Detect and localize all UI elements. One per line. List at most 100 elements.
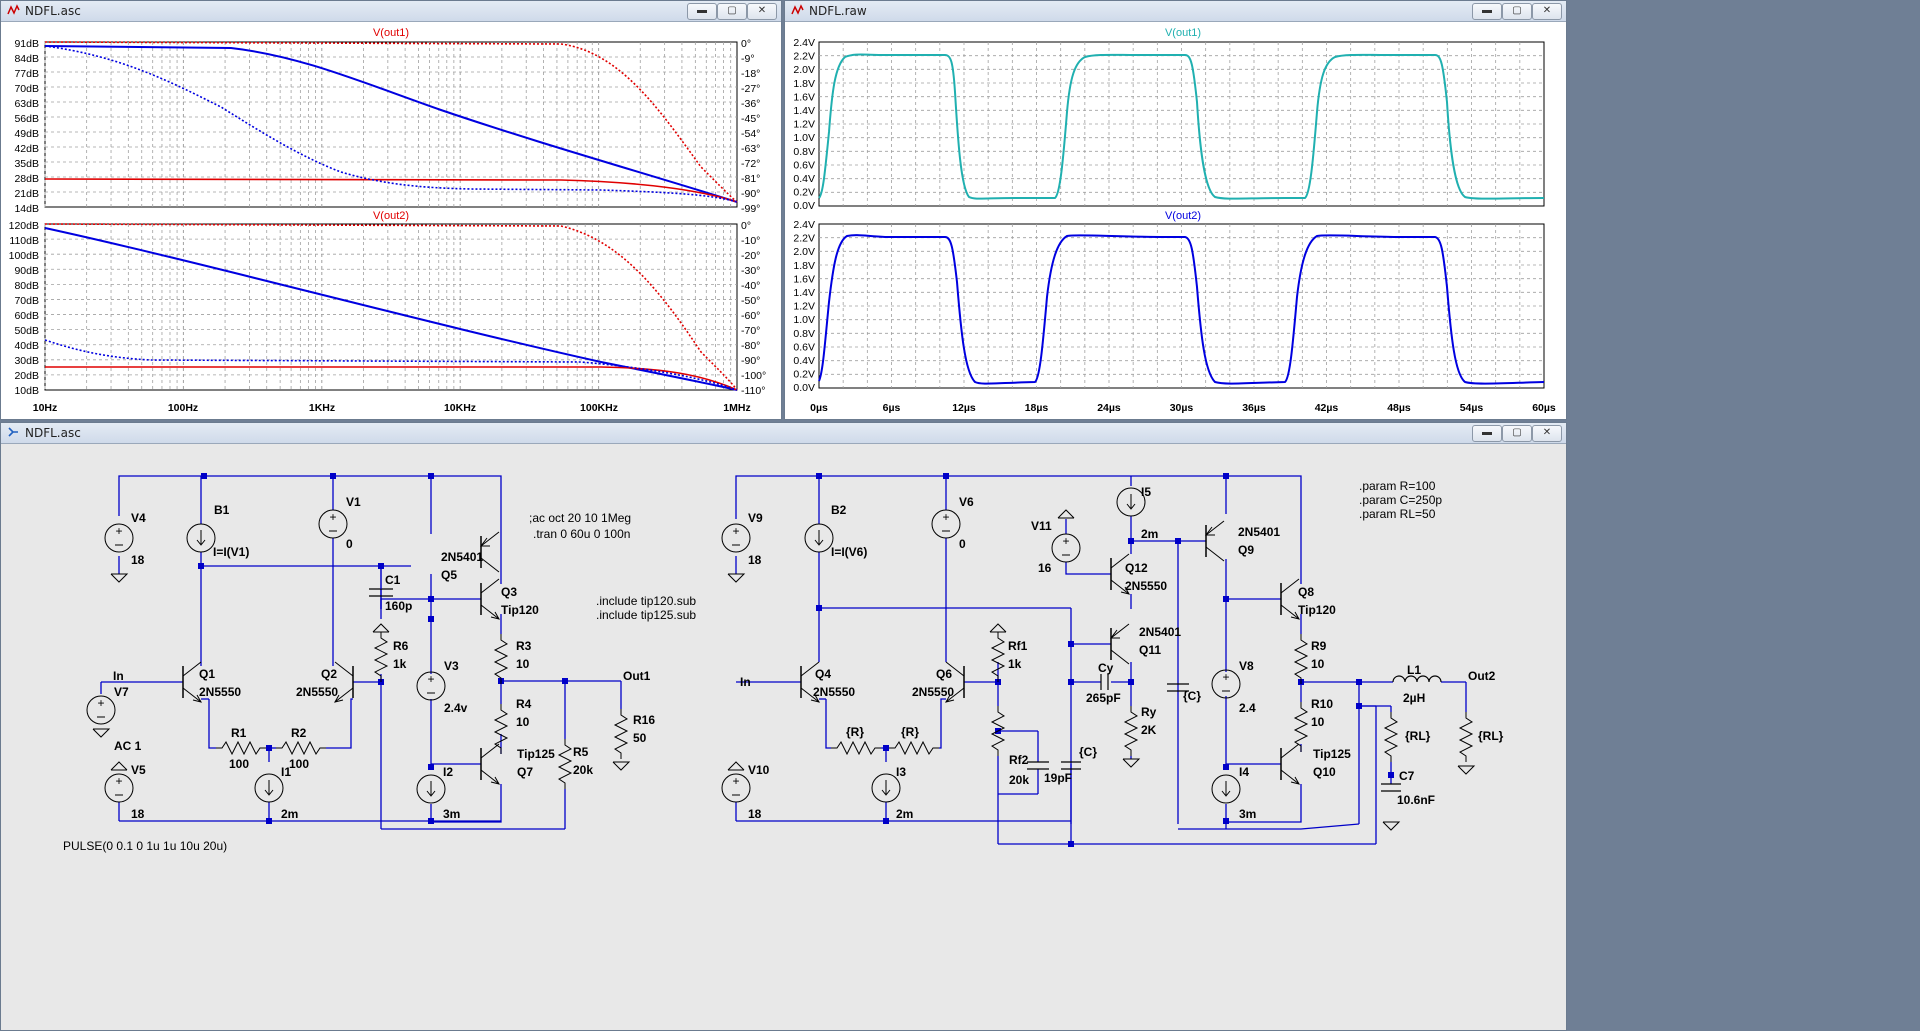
label-v5-value: 18 [131,807,145,821]
i2-source[interactable] [416,774,446,804]
r-right-resistor[interactable] [888,741,940,755]
ac-x-tick: 1KHz [309,402,335,414]
r1-resistor[interactable] [215,741,267,755]
label-r10-value: 10 [1311,715,1325,729]
close-button[interactable]: ✕ [747,3,777,20]
v5-source[interactable] [104,773,134,803]
minimize-button[interactable]: ▬ [1472,3,1502,20]
tran-plot-titlebar[interactable]: NDFL.raw ▬ ▢ ✕ [785,1,1566,22]
label-r4-value: 10 [516,715,530,729]
label-q3-type: Tip120 [501,603,539,617]
label-q2-type: 2N5550 [296,685,338,699]
c1-capacitor[interactable] [369,566,393,597]
ac-pane-frame [44,223,738,391]
close-button[interactable]: ✕ [1532,425,1562,442]
ac-left-tick: 120dB [9,220,39,232]
waveform-icon [7,4,20,15]
label-r4: R4 [516,697,532,711]
minimize-button[interactable]: ▬ [687,3,717,20]
ac-plot-area[interactable]: 91dB 84dB 77dB 70dB 63dB 56dB 49dB 42dB … [1,22,781,419]
maximize-button[interactable]: ▢ [1502,425,1532,442]
ac-left-tick: 84dB [14,53,39,65]
r5-resistor[interactable] [558,738,572,790]
ground-symbol [1457,765,1475,775]
ac-trace-label-out2[interactable]: V(out2) [373,210,409,222]
i1-source[interactable] [254,773,284,803]
tran-plot-svg[interactable]: 2.4V 2.2V 2.0V 1.8V 1.6V 1.4V 1.2V 1.0V … [785,22,1566,419]
v4-source[interactable] [104,523,134,553]
tran-trace-label-out2[interactable]: V(out2) [1165,210,1201,222]
ac-plot-titlebar[interactable]: NDFL.asc ▬ ▢ ✕ [1,1,781,22]
ac-right-tick: -110° [741,385,765,397]
q11-transistor[interactable] [1110,623,1130,665]
rl-load-resistor[interactable] [1384,711,1398,763]
tran-plot-area[interactable]: 2.4V 2.2V 2.0V 1.8V 1.6V 1.4V 1.2V 1.0V … [785,22,1566,419]
tran-x-tick: 6µs [883,402,901,414]
ac-trace-label-out1[interactable]: V(out1) [373,27,409,39]
v11-source[interactable] [1051,533,1081,563]
schematic-titlebar[interactable]: NDFL.asc ▬ ▢ ✕ [1,423,1566,444]
q8-transistor[interactable] [1280,578,1300,620]
ac-traces [44,41,738,391]
label-v5: V5 [131,763,146,777]
ac-x-tick: 1MHz [723,402,750,414]
minimize-button[interactable]: ▬ [1472,425,1502,442]
v8-source[interactable] [1211,669,1241,699]
r16-resistor[interactable] [614,708,628,760]
tran-y-tick: 0.0V [793,382,815,394]
label-b2: B2 [831,503,847,517]
ac-plot-svg[interactable]: 91dB 84dB 77dB 70dB 63dB 56dB 49dB 42dB … [1,22,781,419]
v10-source[interactable] [721,773,751,803]
label-q7-type: Tip125 [517,747,555,761]
q5-transistor[interactable] [480,531,500,573]
ac-right-tick: -18° [741,68,760,80]
r2-resistor[interactable] [275,741,327,755]
tran-trace-label-out1[interactable]: V(out1) [1165,27,1201,39]
right-circuit-wires [735,475,1467,845]
schematic-svg[interactable]: + [1,444,1566,1030]
maximize-button[interactable]: ▢ [1502,3,1532,20]
r-left-resistor[interactable] [830,741,882,755]
right-capacitors[interactable] [1027,674,1442,792]
label-out2: Out2 [1468,669,1496,683]
v3-source[interactable] [416,671,446,701]
label-v11-value: 16 [1038,561,1052,575]
rl-output-resistor[interactable] [1459,711,1473,763]
tran-plot-window[interactable]: NDFL.raw ▬ ▢ ✕ 2.4V 2.2V 2.0V 1.8V 1.6V … [784,0,1567,420]
ac-out1-magnitude [44,45,738,203]
v6-source[interactable] [931,509,961,539]
q9-transistor[interactable] [1205,520,1225,562]
ac-left-tick: 70dB [14,83,39,95]
i4-source[interactable] [1211,774,1241,804]
left-circuit-wires [100,475,622,830]
vcc-symbol [1057,509,1075,519]
maximize-button[interactable]: ▢ [717,3,747,20]
ac-out2-phase [44,223,738,391]
tran-x-tick: 36µs [1242,402,1266,414]
q3-transistor[interactable] [480,578,500,620]
schematic-canvas[interactable]: + [1,444,1566,1030]
waveform-icon [791,4,804,15]
b2-source[interactable] [804,523,834,553]
label-i1-value: 2m [281,807,298,821]
ry-resistor[interactable] [1124,705,1138,757]
v9-source[interactable] [721,523,751,553]
schematic-window[interactable]: NDFL.asc ▬ ▢ ✕ + [0,422,1567,1031]
label-rf2: Rf2 [1009,753,1029,767]
b1-source[interactable] [186,523,216,553]
vcc-symbol [727,761,745,771]
v1-source[interactable] [318,509,348,539]
r3-resistor[interactable] [494,633,508,685]
r9-resistor[interactable] [1294,633,1308,685]
v7-source[interactable] [86,695,116,725]
q10-transistor[interactable] [1280,743,1300,785]
q7-transistor[interactable] [480,743,500,785]
tran-y-tick: 0.0V [793,200,815,212]
ac-right-tick: -81° [741,173,760,185]
label-param-rl: .param RL=50 [1359,507,1436,521]
right-components [721,487,1475,831]
ac-plot-window[interactable]: NDFL.asc ▬ ▢ ✕ 91dB 84dB 77dB 70dB 63dB … [0,0,782,420]
close-button[interactable]: ✕ [1532,3,1562,20]
tran-y-tick: 1.6V [793,273,815,285]
tran-y-tick: 2.4V [793,37,815,49]
